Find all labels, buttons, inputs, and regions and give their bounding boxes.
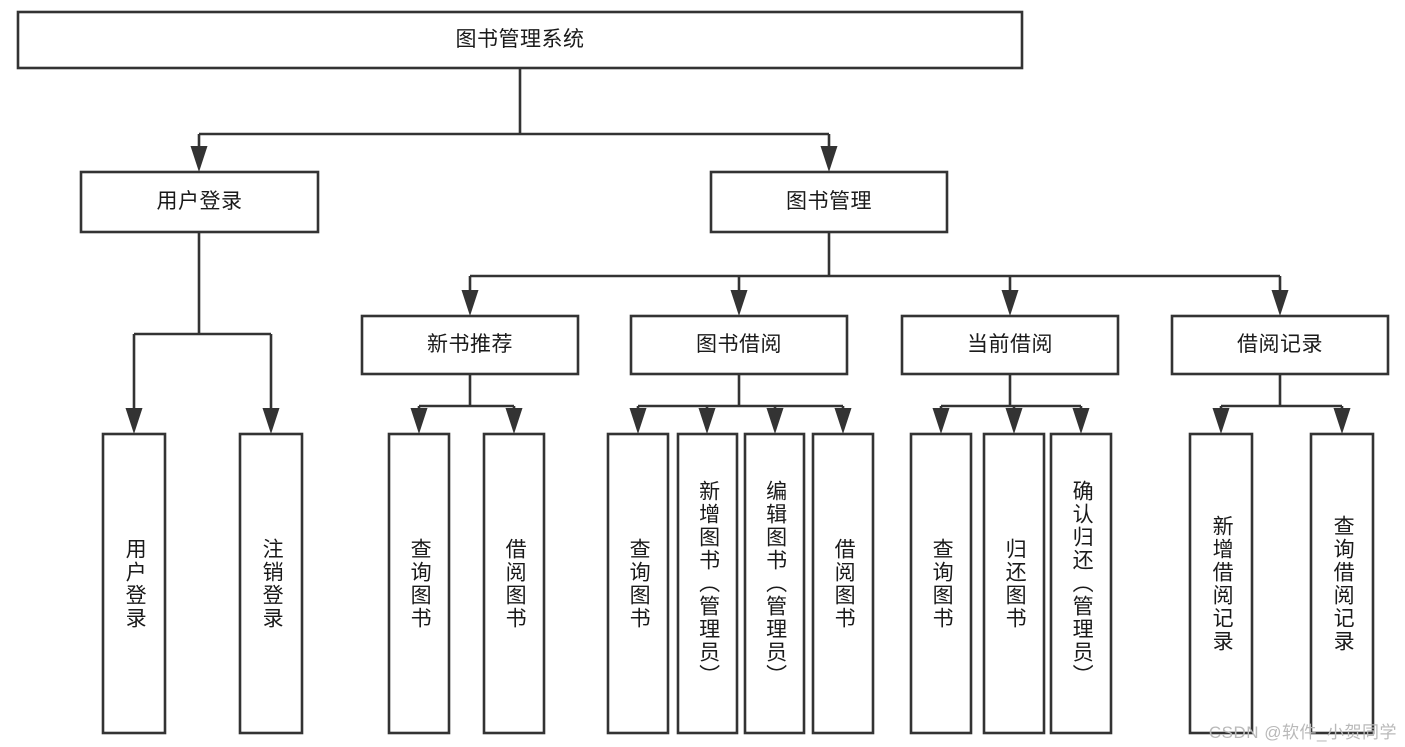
- connector-layer: [125, 68, 1351, 434]
- node-leaf-borrow-book-recommend-box[interactable]: [482, 432, 546, 735]
- user-login-arrow-icon-0: [125, 408, 143, 434]
- node-leaf-user-login-box[interactable]: [101, 432, 167, 735]
- book-management-arrow-icon-2: [1001, 290, 1019, 316]
- root-arrow-icon-1: [820, 146, 838, 172]
- current-borrow-arrow-icon-0: [932, 408, 950, 434]
- book-management-arrow-icon-3: [1271, 290, 1289, 316]
- node-current-borrow-box[interactable]: [900, 314, 1120, 376]
- node-leaf-add-borrow-record-box[interactable]: [1188, 432, 1254, 735]
- user-login-arrow-icon-1: [262, 408, 280, 434]
- current-borrow-arrow-icon-2: [1072, 408, 1090, 434]
- node-leaf-return-book-box[interactable]: [982, 432, 1046, 735]
- node-book-management-box[interactable]: [709, 170, 949, 234]
- root-arrow-icon-0: [190, 146, 208, 172]
- book-borrow-arrow-icon-2: [766, 408, 784, 434]
- book-management-arrow-icon-1: [730, 290, 748, 316]
- new-book-recommend-arrow-icon-0: [410, 408, 428, 434]
- node-new-book-recommend-box[interactable]: [360, 314, 580, 376]
- box-layer: [16, 10, 1390, 735]
- csdn-watermark: CSDN @软件_小贺同学: [1208, 723, 1397, 742]
- node-user-login-box[interactable]: [79, 170, 320, 234]
- node-leaf-query-book-current-box[interactable]: [909, 432, 973, 735]
- node-leaf-edit-book-box[interactable]: [743, 432, 806, 735]
- node-leaf-query-borrow-record-box[interactable]: [1309, 432, 1375, 735]
- current-borrow-arrow-icon-1: [1005, 408, 1023, 434]
- node-leaf-add-book-box[interactable]: [676, 432, 739, 735]
- node-leaf-user-logout-box[interactable]: [238, 432, 304, 735]
- node-root-box[interactable]: [16, 10, 1024, 70]
- book-borrow-arrow-icon-1: [698, 408, 716, 434]
- node-leaf-confirm-return-box[interactable]: [1049, 432, 1113, 735]
- borrow-record-arrow-icon-0: [1212, 408, 1230, 434]
- book-borrow-arrow-icon-3: [834, 408, 852, 434]
- node-borrow-record-box[interactable]: [1170, 314, 1390, 376]
- book-management-arrow-icon-0: [461, 290, 479, 316]
- borrow-record-arrow-icon-1: [1333, 408, 1351, 434]
- node-leaf-query-book-recommend-box[interactable]: [387, 432, 451, 735]
- node-book-borrow-box[interactable]: [629, 314, 849, 376]
- book-borrow-arrow-icon-0: [629, 408, 647, 434]
- node-leaf-query-book-borrow-box[interactable]: [606, 432, 670, 735]
- new-book-recommend-arrow-icon-1: [505, 408, 523, 434]
- node-leaf-borrow-book-box[interactable]: [811, 432, 875, 735]
